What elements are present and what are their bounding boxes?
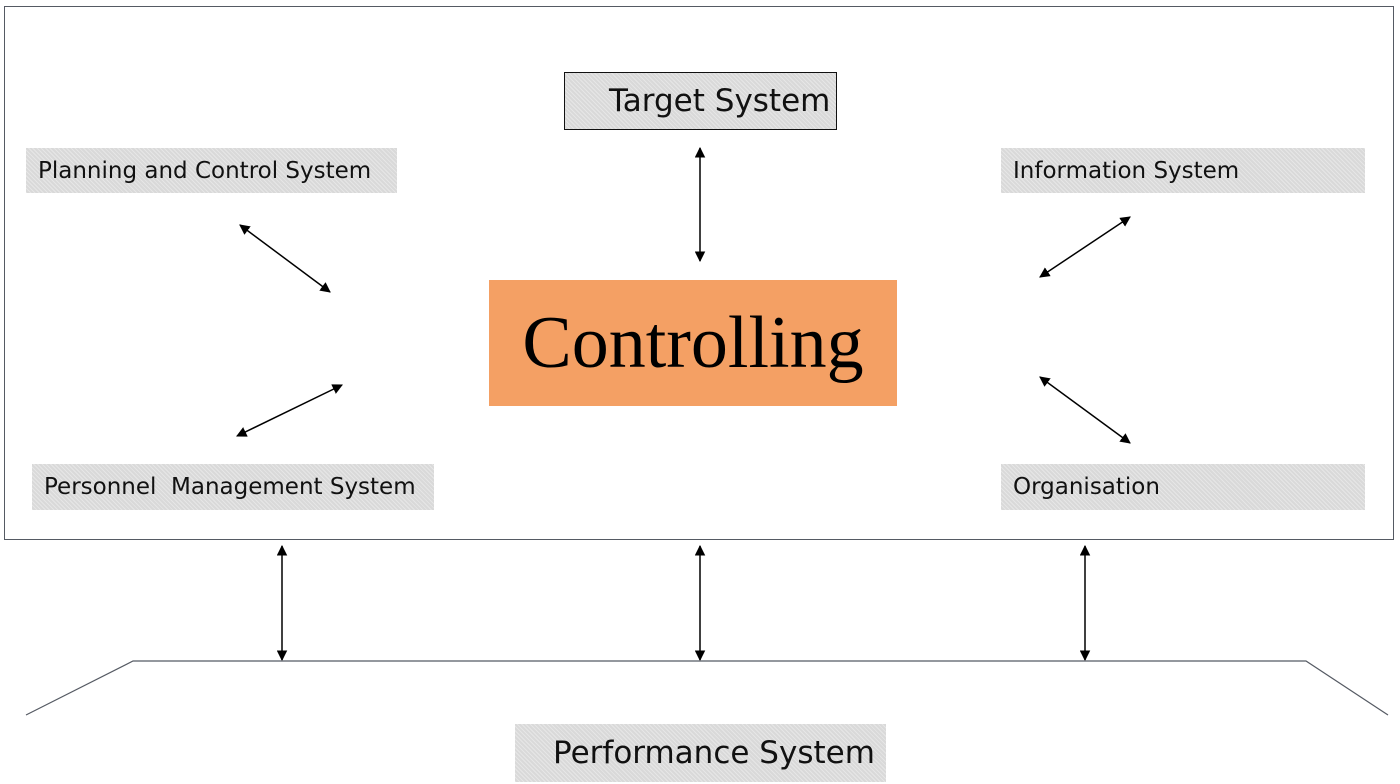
target-system-box: Target System — [564, 72, 837, 130]
arrow-planning-controlling — [239, 224, 331, 293]
performance-platform-outline — [25, 660, 1389, 716]
controlling-environment-frame — [4, 6, 1394, 540]
information-system-label: Information System — [1013, 157, 1240, 184]
performance-system-label: Performance System — [553, 735, 875, 771]
organisation-label: Organisation — [1013, 474, 1160, 500]
controlling-label: Controlling — [522, 301, 864, 384]
arrow-organisation-controlling — [1039, 376, 1131, 444]
personnel-management-system-box: Personnel Management System — [32, 464, 434, 510]
personnel-management-system-label: Personnel Management System — [44, 474, 416, 500]
information-system-box: Information System — [1001, 148, 1365, 193]
planning-control-system-label: Planning and Control System — [38, 157, 372, 184]
arrow-information-controlling — [1039, 216, 1131, 278]
planning-control-system-box: Planning and Control System — [26, 148, 397, 193]
target-system-label: Target System — [609, 83, 831, 119]
organisation-box: Organisation — [1001, 464, 1365, 510]
controlling-center-box: Controlling — [489, 280, 897, 406]
arrow-personnel-controlling — [236, 384, 343, 437]
performance-system-box: Performance System — [515, 724, 886, 782]
